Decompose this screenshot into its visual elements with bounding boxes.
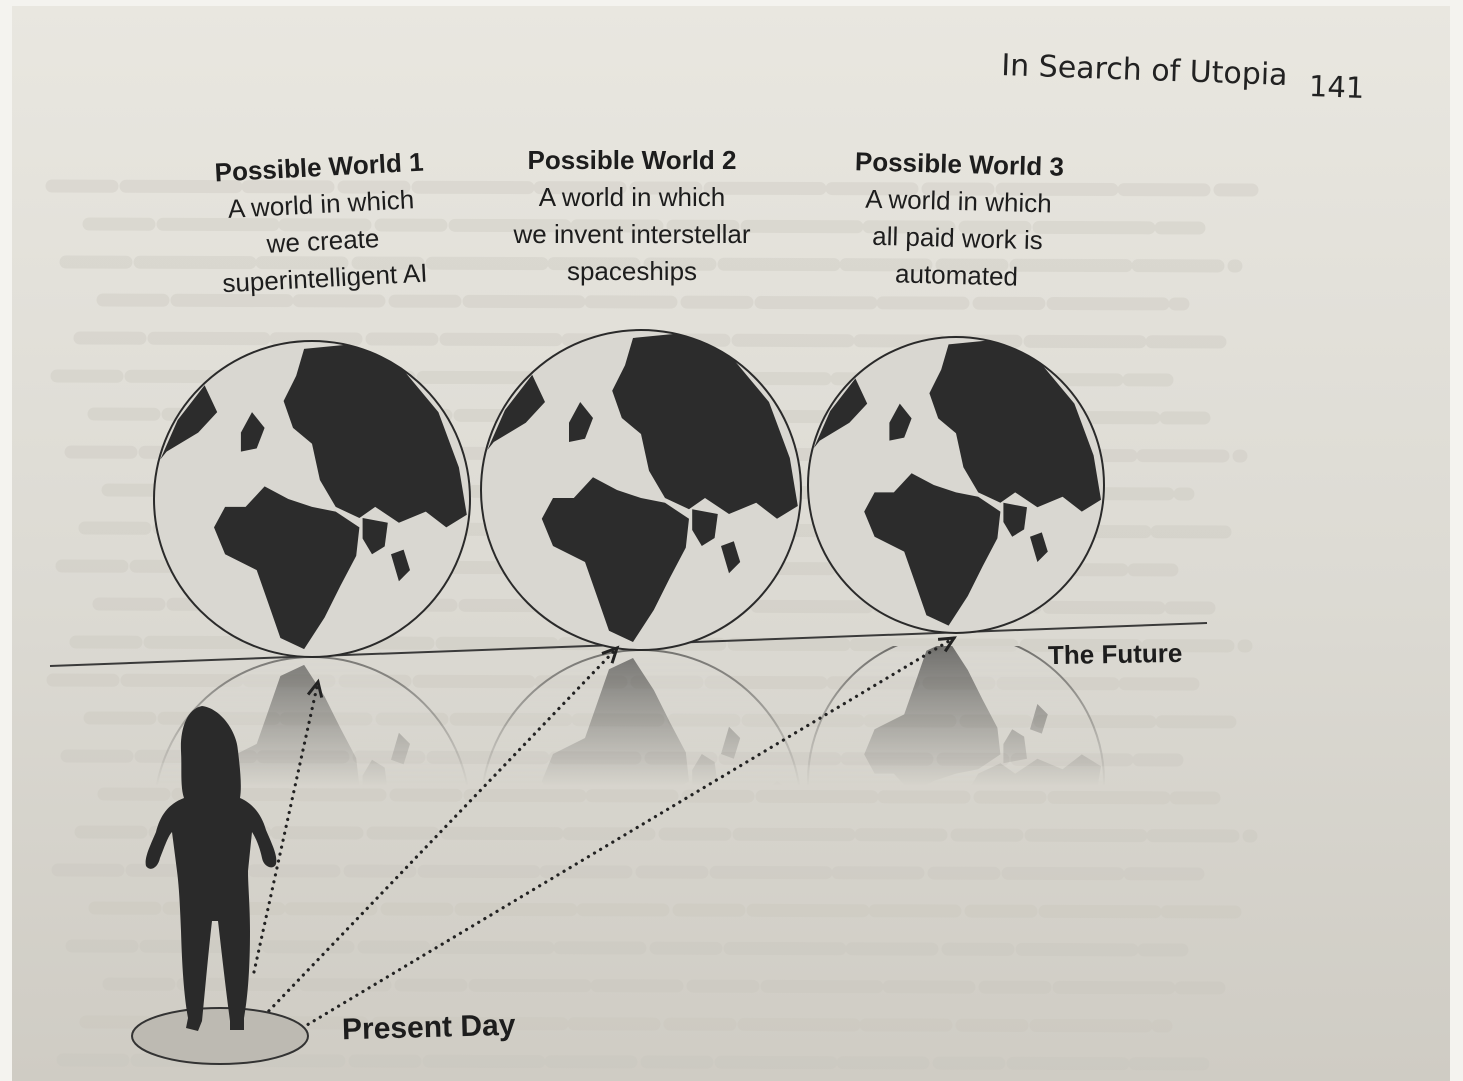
woman-silhouette-icon: [145, 706, 277, 1031]
globe-1-reflection-icon-landmass-6: [362, 759, 388, 796]
bleed-through-line: [96, 293, 1190, 311]
globe-2-icon-landmass-6: [692, 509, 718, 546]
globe-3-icon-landmass-1: [929, 340, 1101, 512]
globe-1-icon-landmass-4: [240, 412, 265, 452]
globe-1-icon-landmass-2: [214, 486, 360, 650]
globe-2-reflection-icon-landmass-2: [541, 658, 689, 823]
globe-3-reflection-icon-landmass-2: [864, 640, 1001, 793]
globe-3-reflection-icon-landmass-3: [813, 818, 868, 888]
world-3-title: Possible World 3: [854, 146, 1065, 182]
globe-2-reflection-icon-landmass-3: [487, 850, 545, 926]
globe-3-icon-landmass-6: [1003, 502, 1027, 537]
world-1-label: Possible World 1 A world in which we cre…: [168, 141, 475, 304]
globe-3-reflection-icon-landmass-1: [929, 754, 1101, 926]
possible-worlds-diagram: [49, 329, 1208, 1065]
globe-1-icon: [153, 340, 471, 658]
future-label: The Future: [1047, 637, 1183, 671]
arrowhead-2-icon: [601, 645, 620, 664]
globe-2-icon-landmass-4: [569, 402, 593, 442]
globe-1-icon-landmass-5: [391, 549, 410, 582]
arrowhead-1-icon: [306, 678, 324, 698]
world-3-label: Possible World 3 A world in which all pa…: [806, 142, 1110, 298]
arrowhead-3-icon: [937, 636, 957, 653]
globe-1-reflection-icon-landmass-5: [391, 732, 410, 765]
globes-group: [153, 329, 1105, 658]
dotted-arrow-1: [252, 680, 320, 974]
globe-3-icon-landmass-2: [864, 473, 1001, 626]
present-day-label: Present Day: [341, 1008, 516, 1047]
globe-3-reflection-icon: [807, 632, 1105, 930]
globe-3-reflection-icon-landmass-4: [889, 825, 912, 863]
globe-1-reflection-icon-landmass-1: [283, 786, 467, 970]
globe-2-icon-landmass-3: [487, 374, 545, 450]
globe-2-reflection: [480, 649, 802, 971]
globe-3-icon-landmass-4: [889, 403, 912, 441]
globe-2-reflection-icon-landmass-5: [721, 726, 741, 759]
globe-2-reflection-icon-landmass-6: [692, 754, 718, 791]
globe-2-icon: [480, 329, 802, 651]
globe-3-icon-landmass-5: [1030, 532, 1048, 562]
globe-2-reflection-icon: [480, 649, 802, 971]
world-2-title: Possible World 2: [527, 145, 737, 175]
dotted-arrows: [252, 636, 957, 1030]
globe-2-icon-landmass-5: [721, 541, 741, 574]
globe-2-reflection-icon-landmass-1: [612, 781, 798, 967]
world-2-description-line-3: spaceships: [566, 256, 698, 286]
globe-3-icon-landmass-3: [813, 378, 868, 448]
globe-2-icon-landmass-1: [612, 333, 798, 519]
world-2-description-line-2: we invent interstellar: [513, 219, 751, 249]
globe-1-icon-landmass-6: [362, 518, 388, 555]
globe-1-icon-landmass-3: [160, 385, 218, 460]
globe-1-reflection-icon-landmass-2: [214, 664, 360, 828]
bleed-through-line: [45, 179, 1259, 197]
world-2-description-line-1: A world in which: [538, 182, 726, 212]
dotted-arrow-3: [300, 636, 956, 1030]
globe-reflections: [153, 632, 1105, 974]
globe-1-icon-landmass-1: [283, 344, 467, 528]
globe-3-reflection-icon-landmass-6: [1003, 729, 1027, 764]
bleed-through-line: [82, 217, 1206, 235]
globe-3-reflection-icon-landmass-5: [1030, 704, 1048, 734]
globe-3-reflection: [807, 632, 1105, 930]
world-2-label: Possible World 2 A world in which we inv…: [482, 142, 782, 290]
globe-2-reflection-icon-landmass-4: [569, 858, 593, 898]
bleed-through-line: [59, 255, 1243, 273]
world-3-description-line-3: automated: [894, 258, 1019, 292]
book-page: In Search of Utopia 141 Possible World 1…: [12, 6, 1450, 1081]
dotted-arrow-2: [262, 646, 619, 1018]
present-day-platform: [131, 1007, 309, 1065]
globe-3-icon: [807, 336, 1105, 634]
globe-2-icon-landmass-2: [541, 477, 689, 642]
